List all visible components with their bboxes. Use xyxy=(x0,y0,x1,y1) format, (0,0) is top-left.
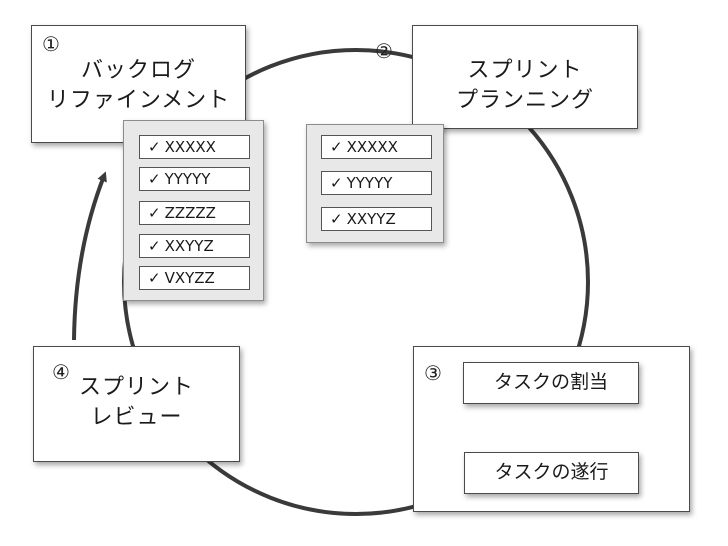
sprint-item-label: XXYYZ xyxy=(346,210,396,228)
backlog-item: ✓XXYYZ xyxy=(139,234,250,258)
sprint-item-label: XXXXX xyxy=(346,138,398,156)
check-icon: ✓ xyxy=(148,170,161,188)
backlog-item-label: YYYYY xyxy=(164,170,211,188)
cycle-arrow xyxy=(72,171,107,341)
step-planning-title-line2: プランニング xyxy=(455,88,594,113)
check-icon: ✓ xyxy=(330,174,343,192)
backlog-item-label: ZZZZZ xyxy=(164,204,216,222)
step-refinement-title-line2: リファインメント xyxy=(46,88,231,113)
sprint-item: ✓XXYYZ xyxy=(321,207,432,231)
sprint-item-label: YYYYY xyxy=(346,174,393,192)
backlog-item-label: VXYZZ xyxy=(164,269,215,287)
step-review-box: ④ スプリント レビュー xyxy=(33,346,240,462)
check-icon: ✓ xyxy=(330,210,343,228)
backlog-list-panel: ✓XXXXX ✓YYYYY ✓ZZZZZ ✓XXYYZ ✓VXYZZ xyxy=(123,120,264,301)
task-execute-box: タスクの遂行 xyxy=(464,452,639,494)
check-icon: ✓ xyxy=(148,138,161,156)
backlog-item-label: XXXXX xyxy=(164,138,216,156)
sprint-item: ✓YYYYY xyxy=(321,171,432,195)
task-assign-box: タスクの割当 xyxy=(463,362,639,404)
backlog-item: ✓YYYYY xyxy=(139,167,250,191)
step-planning-box: ② スプリント プランニング xyxy=(375,25,638,129)
step-planning-number: ② xyxy=(375,39,393,63)
backlog-item: ✓ZZZZZ xyxy=(139,201,250,225)
sprint-item: ✓XXXXX xyxy=(321,135,432,159)
step-review-number: ④ xyxy=(52,360,70,384)
step-execution-number: ③ xyxy=(424,361,442,385)
backlog-item-label: XXYYZ xyxy=(164,237,214,255)
check-icon: ✓ xyxy=(148,204,161,222)
step-review-title-line1: スプリント xyxy=(78,375,194,400)
check-icon: ✓ xyxy=(148,237,161,255)
step-review-title-line2: レビュー xyxy=(90,405,183,430)
check-icon: ✓ xyxy=(148,269,161,287)
backlog-item: ✓VXYZZ xyxy=(139,266,250,290)
sprint-list-panel: ✓XXXXX ✓YYYYY ✓XXYYZ xyxy=(306,124,444,243)
step-refinement-title-line1: バックログ xyxy=(80,58,196,83)
check-icon: ✓ xyxy=(330,138,343,156)
backlog-item: ✓XXXXX xyxy=(139,135,250,159)
step-planning-title-line1: スプリント xyxy=(467,58,583,83)
step-refinement-number: ① xyxy=(42,32,60,56)
